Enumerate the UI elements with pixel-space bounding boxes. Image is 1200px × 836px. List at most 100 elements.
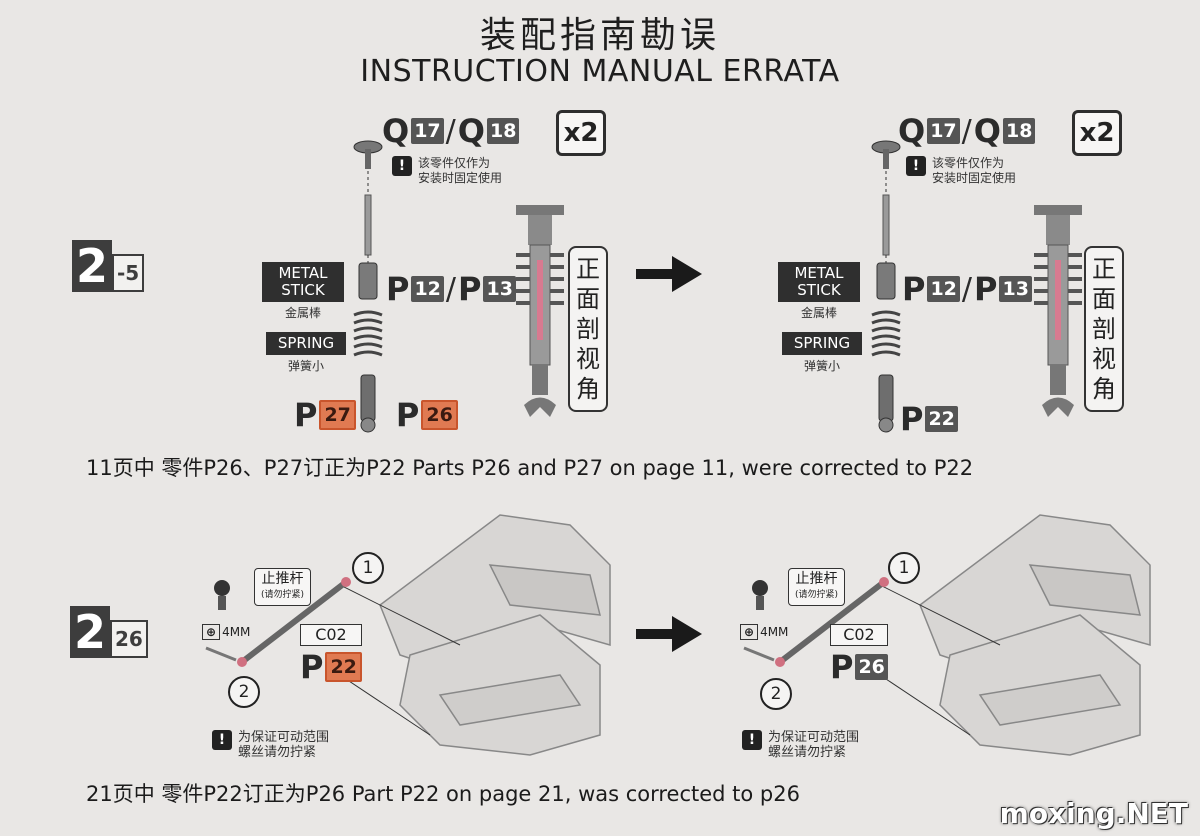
rod-label-sub: (请勿拧紧): [261, 590, 305, 600]
step-main-number: 2: [70, 606, 110, 658]
section-view-label-left: 正面剖视角: [568, 246, 608, 412]
note-line: 为保证可动范围: [238, 730, 330, 745]
watermark: moxing.NET: [999, 797, 1188, 830]
shock-assembly-drawing-left: [353, 140, 383, 433]
warning-icon: !: [212, 730, 232, 750]
warning-icon: !: [742, 730, 762, 750]
marker-circle-1-right: 1: [888, 552, 920, 584]
note-line: 该零件仅作为: [418, 156, 491, 170]
tag-cn: 弹簧小: [803, 359, 840, 373]
part-number-q18: 18: [486, 118, 520, 144]
spring-label-right: SPRING 弹簧小: [782, 332, 862, 374]
thrust-rod-label-right: 止推杆 (请勿拧紧): [788, 568, 846, 606]
screw-size-left: ⊕ 4MM: [202, 624, 250, 640]
screw-size-label: 4MM: [222, 625, 251, 639]
part-prefix: P: [830, 648, 854, 686]
page-title-cn: 装配指南勘误: [479, 15, 720, 56]
part-number-p26: 26: [421, 400, 458, 430]
shock-assembly-drawing-right: [871, 140, 901, 433]
part-number-q18: 18: [1002, 118, 1036, 144]
part-number-q17: 17: [411, 118, 444, 144]
screw-icon: ⊕: [740, 624, 759, 640]
tag-line: METAL: [794, 264, 844, 282]
step-badge-2-26: 2 26: [70, 606, 148, 658]
warning-icon: !: [392, 156, 412, 176]
shock-cross-section-right: [1034, 205, 1082, 417]
multiplier-badge-right: x2: [1072, 110, 1122, 156]
rod-label-sub: (请勿拧紧): [795, 590, 839, 600]
step-sub-number: -5: [112, 254, 145, 292]
part-prefix: P: [900, 400, 924, 438]
part-number-p27: 27: [319, 400, 356, 430]
arrow-right-icon: [636, 616, 702, 652]
part-prefix: Q: [457, 112, 485, 150]
warning-icon: !: [906, 156, 926, 176]
step-badge-2-5: 2 -5: [72, 240, 145, 292]
section-view-label-right: 正面剖视角: [1084, 246, 1124, 412]
part-number-p13: 13: [999, 276, 1032, 302]
fixture-note-right: ! 该零件仅作为安装时固定使用: [906, 156, 1016, 186]
tag-cn: 弹簧小: [287, 359, 324, 373]
tag-cn: 金属棒: [284, 306, 321, 320]
tag-line: METAL: [278, 264, 328, 282]
tag-line: STICK: [797, 281, 841, 299]
errata-caption-1: 11页中 零件P26、P27订正为P22 Parts P26 and P27 o…: [86, 456, 974, 480]
note-line: 安装时固定使用: [932, 171, 1017, 185]
tag-line: STICK: [281, 281, 325, 299]
arrow-right-icon: [636, 256, 702, 292]
part-code: C02: [300, 624, 362, 646]
marker-circle-2-left: 2: [228, 676, 260, 708]
note-line: 为保证可动范围: [768, 730, 860, 745]
thrust-rod-drawing-right: [743, 577, 889, 667]
part-prefix: Q: [898, 112, 926, 150]
shock-cross-section-left: [516, 205, 564, 417]
part-prefix: P: [386, 270, 410, 308]
part-code: C02: [830, 624, 888, 646]
part-number-p22: 22: [925, 406, 958, 432]
part-prefix: P: [294, 396, 318, 434]
part-number-q17: 17: [927, 118, 960, 144]
tag-cn: 金属棒: [800, 306, 837, 320]
thrust-rod-drawing-left: [205, 577, 351, 667]
note-line: 该零件仅作为: [932, 156, 1005, 170]
part-number-p12: 12: [927, 276, 960, 302]
chassis-drawing-left: [340, 514, 611, 756]
part-number-p22: 22: [325, 652, 362, 682]
tag-line: SPRING: [266, 332, 346, 355]
multiplier-badge-left: x2: [556, 110, 606, 156]
note-line: 安装时固定使用: [418, 171, 503, 185]
errata-caption-2: 21页中 零件P22订正为P26 Part P22 on page 21, wa…: [86, 782, 800, 806]
chassis-drawing-right: [880, 514, 1151, 756]
part-prefix: Q: [382, 112, 410, 150]
part-prefix: P: [395, 396, 420, 434]
note-line: 螺丝请勿拧紧: [238, 745, 317, 760]
spring-label-left: SPRING 弹簧小: [266, 332, 346, 374]
part-number-p13: 13: [483, 276, 516, 302]
part-prefix: P: [974, 270, 998, 308]
tag-line: SPRING: [782, 332, 862, 355]
part-prefix: P: [902, 270, 926, 308]
rod-label-cn: 止推杆: [261, 571, 304, 587]
screw-note-right: ! 为保证可动范围螺丝请勿拧紧: [742, 730, 859, 760]
rod-label-cn: 止推杆: [795, 571, 838, 587]
marker-circle-1-left: 1: [352, 552, 384, 584]
part-number-p26: 26: [855, 654, 888, 680]
thrust-rod-label-left: 止推杆 (请勿拧紧): [254, 568, 312, 606]
page-title-en: INSTRUCTION MANUAL ERRATA: [360, 54, 840, 89]
note-line: 螺丝请勿拧紧: [768, 745, 847, 760]
step-sub-number: 26: [110, 620, 148, 658]
screw-icon: ⊕: [202, 624, 221, 640]
part-prefix: P: [300, 648, 324, 686]
part-number-p12: 12: [411, 276, 444, 302]
part-prefix: P: [458, 270, 482, 308]
step-main-number: 2: [72, 240, 112, 292]
screw-note-left: ! 为保证可动范围螺丝请勿拧紧: [212, 730, 329, 760]
